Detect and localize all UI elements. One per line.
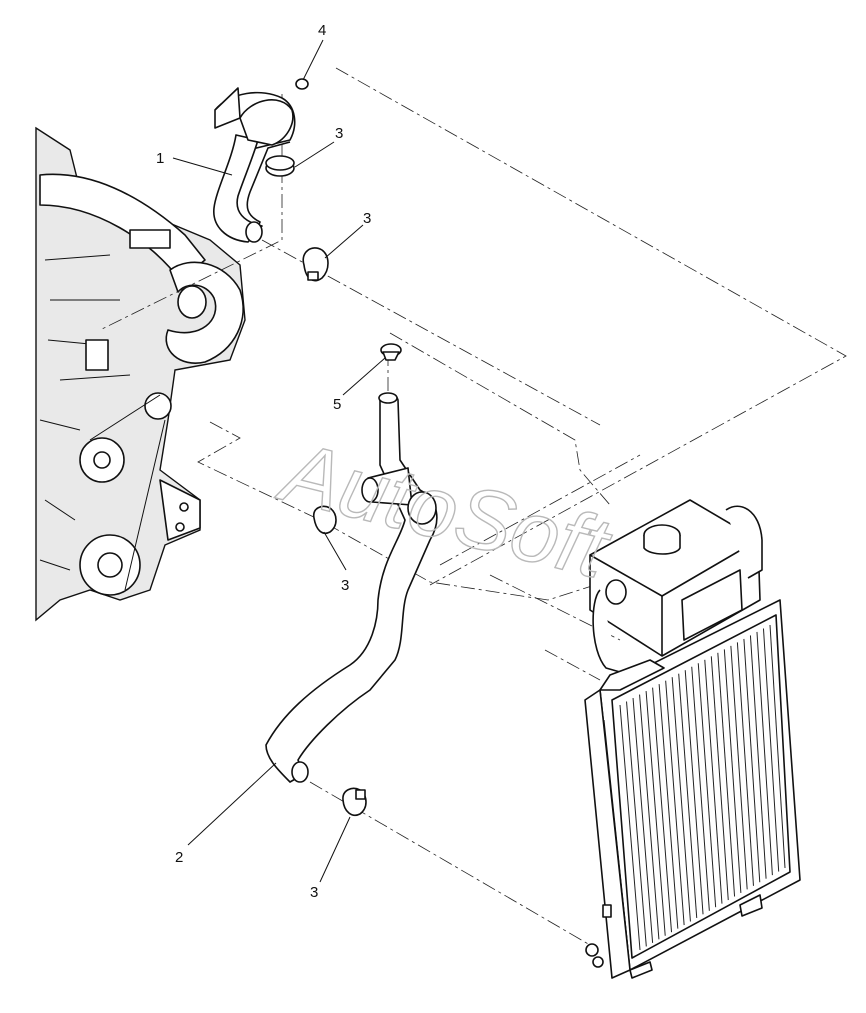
radiator-fin xyxy=(717,652,736,897)
hose-clamp-upper xyxy=(265,155,295,177)
radiator-fin xyxy=(723,649,742,893)
radiator-fin xyxy=(658,684,679,929)
radiator-fin xyxy=(639,694,660,940)
radiator-fin xyxy=(632,698,654,943)
callout-5: 5 xyxy=(333,396,341,413)
callout-3-upper: 3 xyxy=(335,125,343,142)
radiator-fin xyxy=(665,680,685,926)
radiator-fin xyxy=(652,687,673,933)
nut xyxy=(295,78,309,90)
radiator-fin xyxy=(749,635,767,879)
radiator-fin xyxy=(678,673,698,918)
upper-hose xyxy=(213,87,296,243)
callout-3-tee: 3 xyxy=(341,577,349,594)
radiator-fin xyxy=(710,656,729,901)
radiator-fin xyxy=(697,663,717,908)
radiator-assembly xyxy=(584,499,801,979)
radiator-fin xyxy=(730,645,748,890)
radiator-fin xyxy=(684,670,704,915)
callout-2: 2 xyxy=(175,849,183,866)
radiator-fin xyxy=(671,677,691,922)
radiator-core-fins xyxy=(619,624,786,951)
leader-lines xyxy=(172,39,386,883)
hose-clamp-tee xyxy=(312,505,337,534)
radiator-fin xyxy=(769,624,786,869)
callout-4: 4 xyxy=(318,22,326,39)
lower-hose xyxy=(265,392,438,783)
hose-clip xyxy=(380,343,402,361)
radiator-fin xyxy=(736,642,754,886)
radiator-fin xyxy=(691,666,710,911)
radiator-fin xyxy=(645,691,666,936)
watermark: AutoSoft xyxy=(269,423,620,598)
callout-1: 1 xyxy=(156,150,164,167)
hose-clamp-middle xyxy=(302,247,329,282)
radiator-fin xyxy=(704,659,723,904)
radiator-fin xyxy=(743,638,761,883)
callout-3-lower: 3 xyxy=(310,884,318,901)
radiator-fin xyxy=(626,701,647,947)
radiator-fin xyxy=(762,628,780,872)
hose-clamp-lower xyxy=(342,787,367,816)
radiator-fin xyxy=(756,631,773,876)
engine-assembly xyxy=(35,126,246,622)
radiator-fin xyxy=(619,704,641,951)
callout-3-middle: 3 xyxy=(363,210,371,227)
